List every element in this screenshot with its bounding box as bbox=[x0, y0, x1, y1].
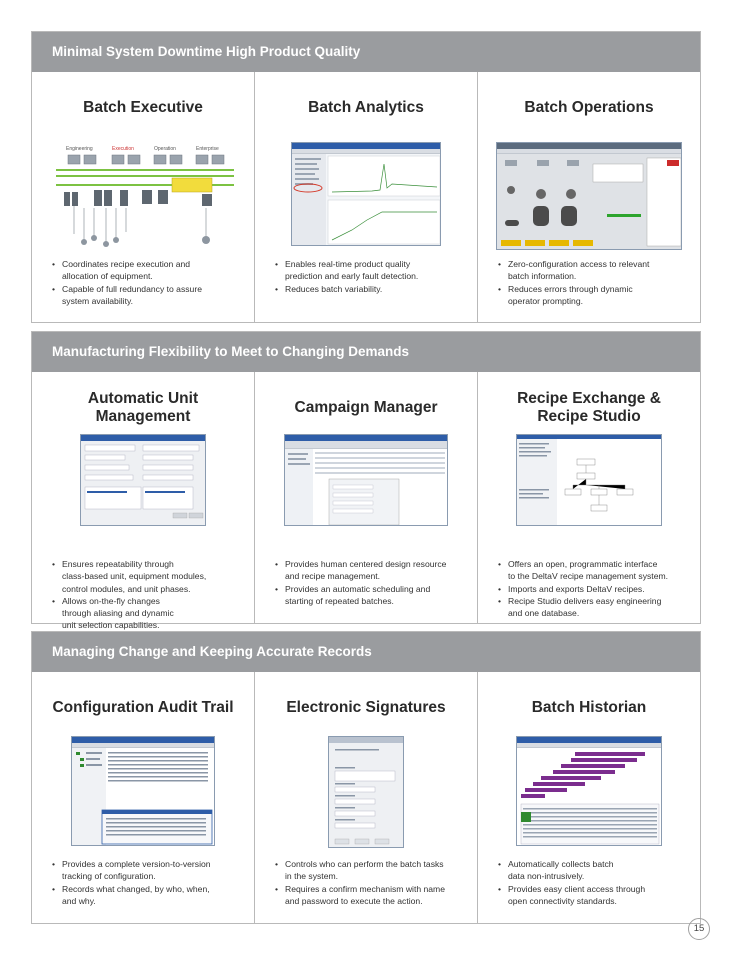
panel-batch-executive: Batch Executive Engineering Execution Op… bbox=[32, 72, 255, 322]
section-managing-change: Managing Change and Keeping Accurate Rec… bbox=[31, 631, 701, 924]
diagram-label-execution: Execution bbox=[112, 146, 134, 152]
bullet-list: Enables real-time product quality predic… bbox=[275, 258, 467, 295]
electronic-signatures-screenshot bbox=[328, 736, 404, 848]
bullet-item: Automatically collects batch data non-in… bbox=[498, 858, 690, 883]
diagram-label-operation: Operation bbox=[154, 146, 176, 152]
panel-title: Batch Historian bbox=[531, 699, 647, 716]
bullet-item: Reduces errors through dynamic operator … bbox=[498, 283, 690, 308]
diagram-label-engineering: Engineering bbox=[66, 146, 93, 152]
bullet-item: Controls who can perform the batch tasks… bbox=[275, 858, 467, 883]
bullet-item: Enables real-time product quality predic… bbox=[275, 258, 467, 283]
bullet-item: Capable of full redundancy to assure sys… bbox=[52, 283, 244, 308]
panel-title: Batch Executive bbox=[83, 99, 203, 116]
panel-campaign-manager: Campaign Manager Provides human centered… bbox=[255, 372, 478, 623]
panel-batch-analytics: Batch Analytics Enables real-time produc… bbox=[255, 72, 478, 322]
panel-recipe-exchange: Recipe Exchange & Recipe Studio Offers bbox=[478, 372, 700, 623]
panel-electronic-signatures: Electronic Signatures Controls who can p… bbox=[255, 672, 478, 923]
campaign-manager-screenshot bbox=[284, 434, 448, 526]
recipe-studio-screenshot bbox=[516, 434, 662, 526]
bullet-item: Provides human centered design resource … bbox=[275, 558, 467, 583]
bullet-item: Allows on-the-fly changes through aliasi… bbox=[52, 595, 244, 632]
batch-operations-screenshot bbox=[496, 142, 682, 250]
bullet-list: Controls who can perform the batch tasks… bbox=[275, 858, 467, 907]
panel-title: Configuration Audit Trail bbox=[52, 699, 234, 716]
panel-title: Batch Operations bbox=[524, 99, 654, 116]
panel-automatic-unit-management: Automatic Unit Management bbox=[32, 372, 255, 630]
section-downtime-quality: Minimal System Downtime High Product Qua… bbox=[31, 31, 701, 323]
panel-title: Electronic Signatures bbox=[286, 699, 446, 716]
bullet-item: Recipe Studio delivers easy engineering … bbox=[498, 595, 690, 620]
bullet-item: Provides a complete version-to-version t… bbox=[52, 858, 244, 883]
section-header: Manufacturing Flexibility to Meet to Cha… bbox=[32, 332, 700, 372]
bullet-item: Ensures repeatability through class-base… bbox=[52, 558, 244, 595]
bullet-item: Imports and exports DeltaV recipes. bbox=[498, 583, 690, 596]
bullet-list: Ensures repeatability through class-base… bbox=[52, 558, 244, 632]
bullet-item: Records what changed, by who, when, and … bbox=[52, 883, 244, 908]
bullet-item: Reduces batch variability. bbox=[275, 283, 467, 296]
section-header: Managing Change and Keeping Accurate Rec… bbox=[32, 632, 700, 672]
bullet-item: Provides an automatic scheduling and sta… bbox=[275, 583, 467, 608]
bullet-list: Automatically collects batch data non-in… bbox=[498, 858, 690, 907]
bullet-list: Coordinates recipe execution and allocat… bbox=[52, 258, 244, 307]
page-number: 15 bbox=[688, 918, 710, 940]
audit-trail-screenshot bbox=[71, 736, 215, 846]
panel-title: Automatic Unit Management bbox=[87, 390, 199, 425]
batch-executive-diagram: Engineering Execution Operation Enterpri… bbox=[54, 142, 234, 250]
panel-title: Campaign Manager bbox=[294, 399, 438, 416]
bullet-item: Requires a confirm mechanism with name a… bbox=[275, 883, 467, 908]
panel-title: Recipe Exchange & Recipe Studio bbox=[517, 390, 661, 425]
batch-analytics-screenshot bbox=[291, 142, 441, 246]
diagram-label-enterprise: Enterprise bbox=[196, 146, 219, 152]
bullet-item: Coordinates recipe execution and allocat… bbox=[52, 258, 244, 283]
bullet-list: Offers an open, programmatic interface t… bbox=[498, 558, 690, 619]
bullet-list: Provides human centered design resource … bbox=[275, 558, 467, 607]
section-manufacturing-flexibility: Manufacturing Flexibility to Meet to Cha… bbox=[31, 331, 701, 630]
section-header: Minimal System Downtime High Product Qua… bbox=[32, 32, 700, 72]
panel-configuration-audit-trail: Configuration Audit Trail Prov bbox=[32, 672, 255, 923]
bullet-item: Zero-configuration access to relevant ba… bbox=[498, 258, 690, 283]
batch-historian-screenshot bbox=[516, 736, 662, 846]
bullet-item: Provides easy client access through open… bbox=[498, 883, 690, 908]
panel-batch-historian: Batch Historian Automatica bbox=[478, 672, 700, 923]
bullet-list: Zero-configuration access to relevant ba… bbox=[498, 258, 690, 307]
panel-title: Batch Analytics bbox=[308, 99, 424, 116]
bullet-list: Provides a complete version-to-version t… bbox=[52, 858, 244, 907]
bullet-item: Offers an open, programmatic interface t… bbox=[498, 558, 690, 583]
unit-management-screenshot bbox=[80, 434, 206, 526]
panel-batch-operations: Batch Operations Zero-c bbox=[478, 72, 700, 322]
